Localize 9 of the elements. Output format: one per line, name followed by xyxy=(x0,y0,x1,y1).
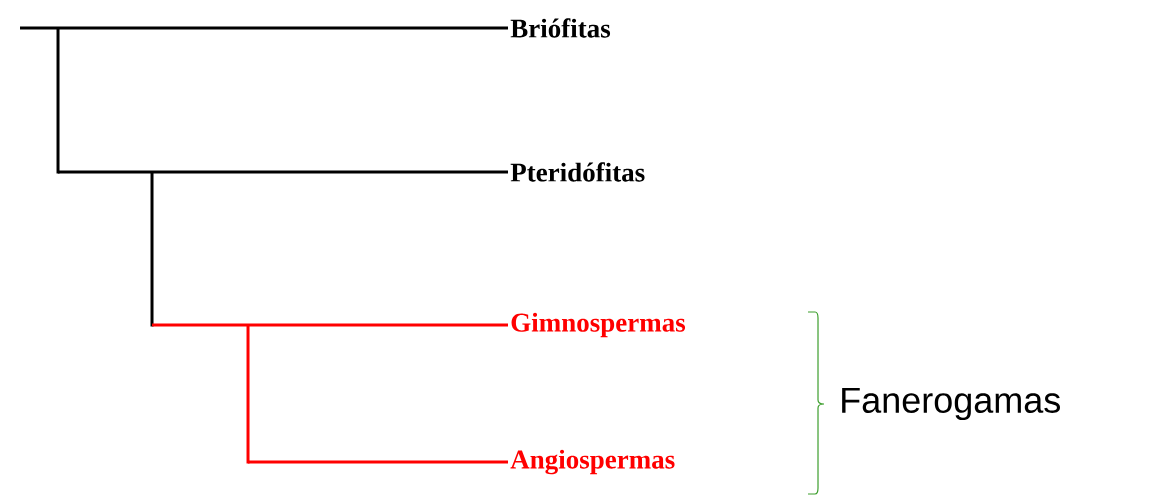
branch-line xyxy=(20,26,508,30)
taxon-label: Pteridófitas xyxy=(510,162,645,182)
branch-line xyxy=(58,170,508,174)
branch-line xyxy=(248,460,508,464)
group-label: Fanerogamas xyxy=(842,387,1060,421)
taxon-label: Briófitas xyxy=(510,18,611,38)
taxon-label: Gimnospermas xyxy=(511,312,686,338)
taxon-label: Angiospermas xyxy=(510,449,675,475)
branch-line xyxy=(152,323,508,327)
